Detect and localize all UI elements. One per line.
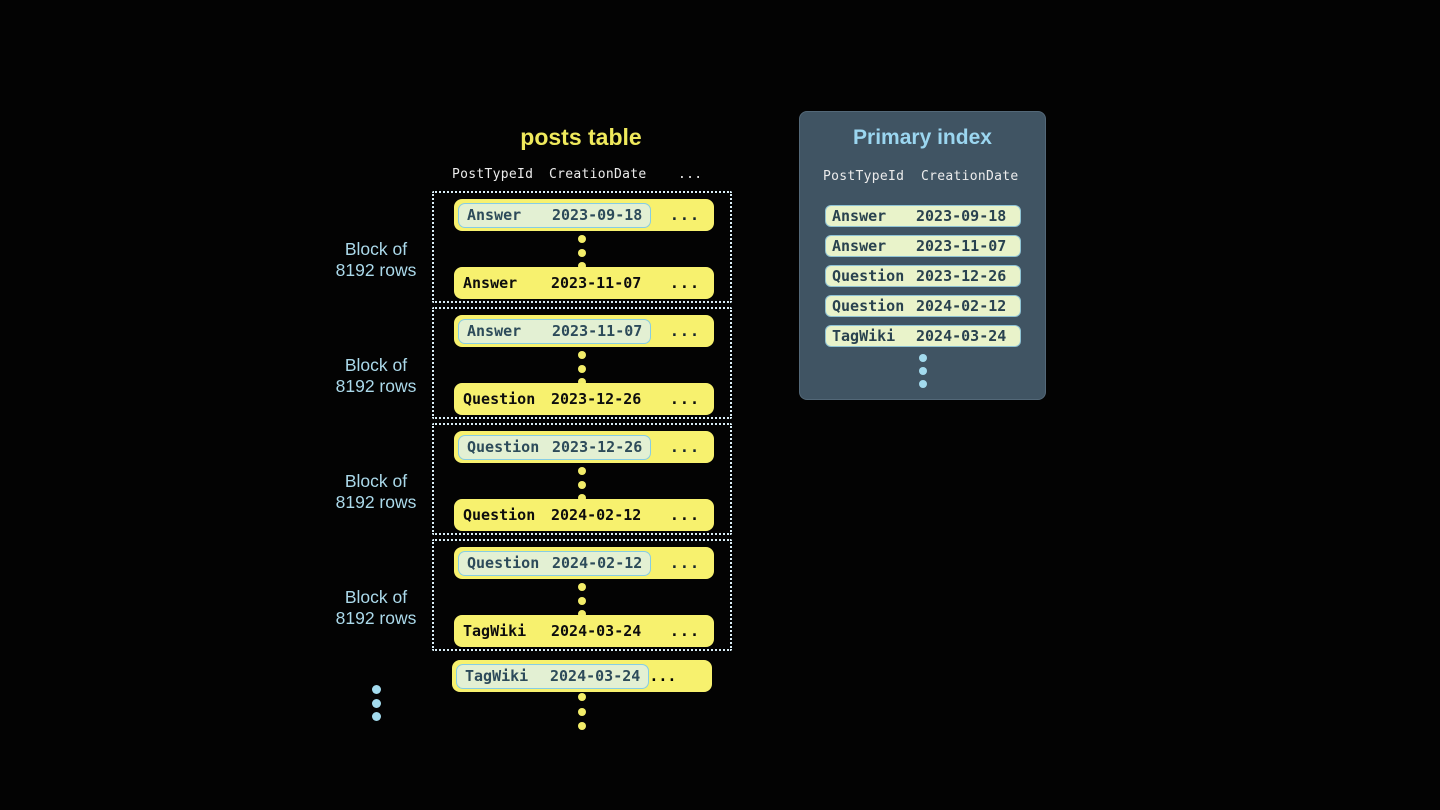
row-more-ellipsis: ... (669, 622, 700, 640)
ellipsis-dots-icon (434, 235, 730, 276)
table-row: Question 2024-02-12 ... (454, 499, 714, 531)
table-row-trailing: TagWiki 2024-03-24 ... (452, 660, 712, 692)
index-column-posttypeid: PostTypeId (823, 169, 905, 184)
primary-index-panel: Primary index PostTypeId CreationDate An… (799, 111, 1046, 400)
row-more-ellipsis: ... (669, 506, 700, 524)
table-row: Question 2023-12-26 ... (454, 383, 714, 415)
ellipsis-dots-icon (452, 693, 712, 737)
row-more-ellipsis: ... (669, 322, 700, 340)
table-block-2: Answer 2023-11-07 ... Question 2023-12-2… (432, 307, 732, 419)
row-more-ellipsis: ... (669, 274, 700, 292)
indexed-cell-highlight: Answer 2023-11-07 (458, 318, 652, 344)
row-more-ellipsis: ... (669, 390, 700, 408)
table-block-3: Question 2023-12-26 ... Question 2024-02… (432, 423, 732, 535)
block-label-4: Block of 8192 rows (335, 587, 417, 628)
indexed-cell-highlight: Question 2023-12-26 (458, 434, 652, 460)
posts-table-title: posts table (520, 124, 642, 150)
index-column-creationdate: CreationDate (921, 169, 1019, 184)
index-row: Question 2024-02-12 (825, 295, 1021, 317)
table-row: Answer 2023-11-07 ... (454, 267, 714, 299)
posts-column-creationdate: CreationDate (549, 167, 647, 182)
index-row: Answer 2023-09-18 (825, 205, 1021, 227)
ellipsis-dots-icon (800, 354, 1045, 393)
primary-index-title: Primary index (853, 126, 992, 149)
table-block-1: Answer 2023-09-18 ... Answer 2023-11-07 … (432, 191, 732, 303)
row-more-ellipsis: ... (669, 554, 700, 572)
row-more-ellipsis: ... (649, 667, 677, 685)
block-label-1: Block of 8192 rows (335, 239, 417, 280)
table-row: Question 2024-02-12 ... (454, 547, 714, 579)
indexed-cell-highlight: Question 2024-02-12 (458, 550, 652, 576)
table-row: TagWiki 2024-03-24 ... (454, 615, 714, 647)
ellipsis-dots-icon (434, 583, 730, 624)
index-row: Answer 2023-11-07 (825, 235, 1021, 257)
posts-column-more: ... (678, 167, 703, 182)
row-more-ellipsis: ... (669, 206, 700, 224)
index-row: TagWiki 2024-03-24 (825, 325, 1021, 347)
indexed-cell-highlight: TagWiki 2024-03-24 (456, 663, 650, 689)
table-row: Answer 2023-09-18 ... (454, 199, 714, 231)
indexed-cell-highlight: Answer 2023-09-18 (458, 202, 652, 228)
posts-column-posttypeid: PostTypeId (452, 167, 534, 182)
table-row: Answer 2023-11-07 ... (454, 315, 714, 347)
ellipsis-dots-icon (434, 351, 730, 392)
ellipsis-dots-icon (434, 467, 730, 508)
table-block-4: Question 2024-02-12 ... TagWiki 2024-03-… (432, 539, 732, 651)
block-label-3: Block of 8192 rows (335, 471, 417, 512)
table-row: Question 2023-12-26 ... (454, 431, 714, 463)
ellipsis-dots-icon (306, 685, 446, 726)
index-row: Question 2023-12-26 (825, 265, 1021, 287)
block-label-2: Block of 8192 rows (335, 355, 417, 396)
row-more-ellipsis: ... (669, 438, 700, 456)
